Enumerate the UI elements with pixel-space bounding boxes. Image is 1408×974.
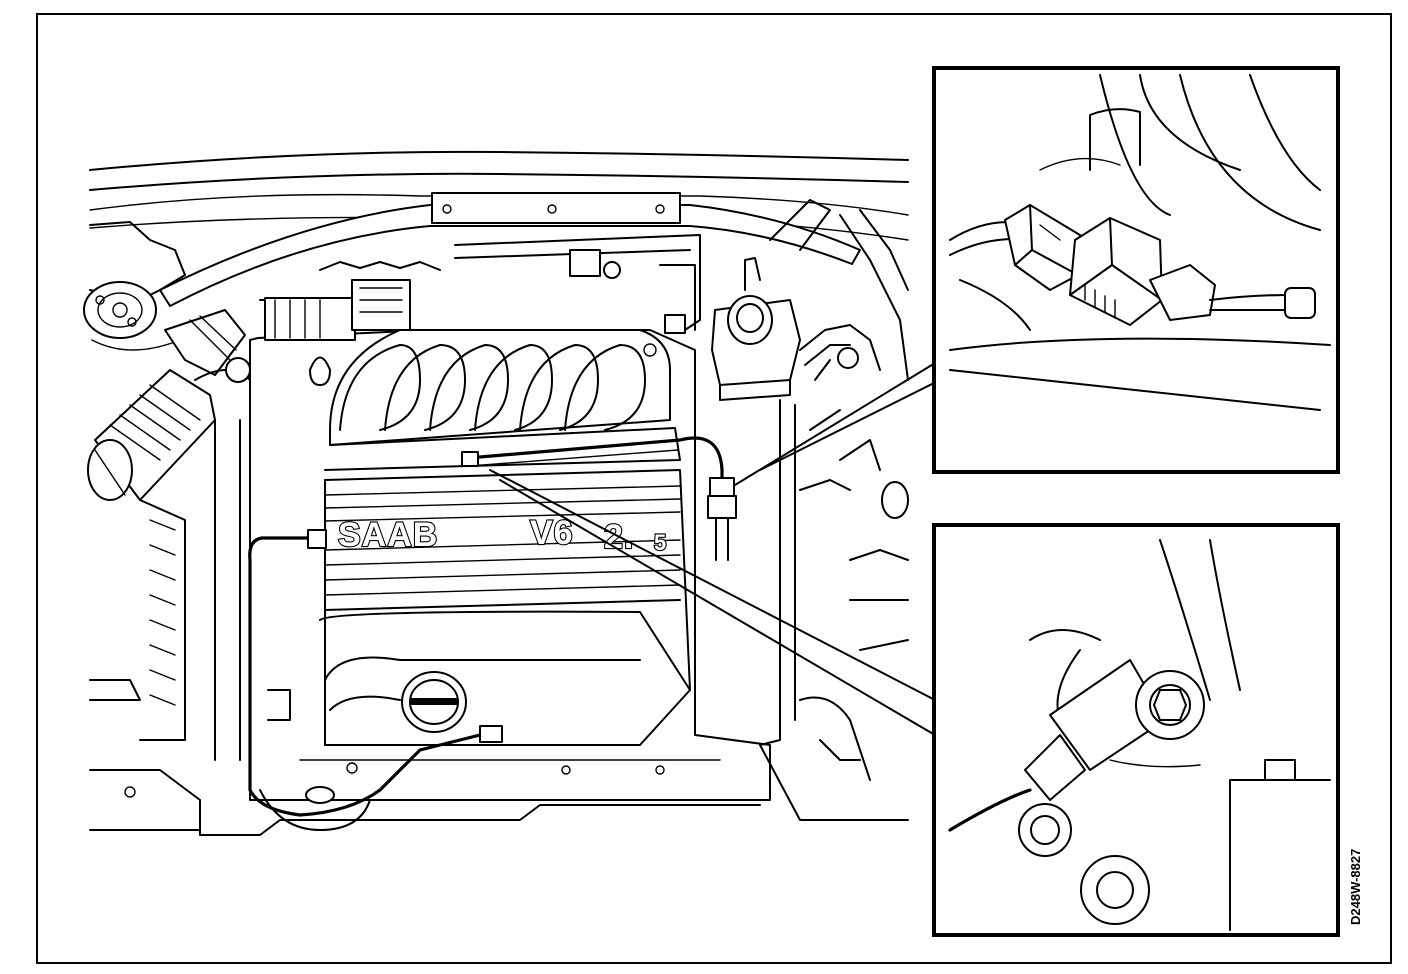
callout-lines (489, 359, 941, 736)
engine-brand-label: SAAB (338, 516, 438, 554)
right-side-components (759, 199, 909, 821)
left-strut-tower (83, 221, 186, 351)
sensor-harness (248, 436, 737, 831)
figure-frame (36, 13, 1392, 964)
intake-runners (324, 329, 681, 471)
cowl-outline (89, 150, 909, 241)
strut-brace (159, 192, 861, 307)
figure-id-label: D248W-8827 (1348, 849, 1363, 925)
air-intake-hose (87, 309, 246, 501)
left-side-components (89, 357, 251, 831)
lower-outline (199, 759, 761, 836)
inset-connector-detail (932, 66, 1340, 474)
engine-bay-main-view: SAAB V6 2. 5 (83, 150, 941, 836)
engine-model-label: V6 (530, 514, 574, 552)
throttle-body (319, 234, 701, 357)
engine-displacement-sub-label: 5 (654, 530, 667, 555)
inset-knock-sensor-detail: D248W-8827 (932, 523, 1363, 937)
oil-filler-cap (401, 671, 467, 733)
brake-reservoir (711, 257, 801, 401)
engine-cover: SAAB V6 2. 5 (319, 469, 691, 746)
